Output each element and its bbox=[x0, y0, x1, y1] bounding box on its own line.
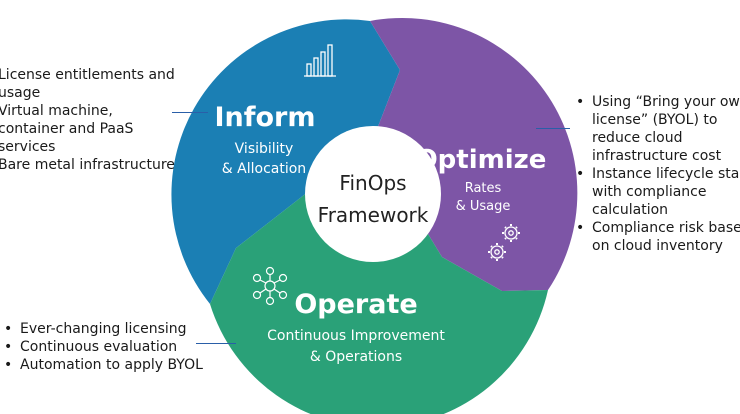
inform-connector bbox=[172, 112, 208, 113]
bar-chart-icon bbox=[304, 44, 336, 77]
list-item: Continuous evaluation bbox=[2, 338, 232, 356]
inform-subtitle-line2: & Allocation bbox=[222, 161, 306, 177]
list-item-line: license” (BYOL) to bbox=[592, 112, 718, 128]
optimize-list: Using “Bring your own license” (BYOL) to… bbox=[574, 93, 740, 255]
list-item: Using “Bring your own license” (BYOL) to… bbox=[574, 93, 740, 165]
center-title-line2: Framework bbox=[318, 203, 429, 227]
optimize-subtitle-line1: Rates bbox=[465, 181, 502, 196]
operate-list: Ever-changing licensing Continuous evalu… bbox=[2, 320, 232, 374]
list-item-line: calculation bbox=[592, 202, 669, 218]
list-item: Automation to apply BYOL bbox=[2, 356, 232, 374]
list-item-line: on cloud inventory bbox=[592, 238, 723, 254]
list-item-line: with compliance bbox=[592, 184, 707, 200]
list-item-line: reduce cloud bbox=[592, 130, 683, 146]
inform-title: Inform bbox=[214, 102, 315, 133]
operate-subtitle-line2: & Operations bbox=[310, 349, 402, 365]
list-item: Compliance risk base on cloud inventory bbox=[574, 219, 740, 255]
list-item: Instance lifecycle sta with compliance c… bbox=[574, 165, 740, 219]
inform-segment bbox=[171, 19, 400, 305]
list-item-line: Using “Bring your own bbox=[592, 94, 740, 110]
optimize-subtitle-line2: & Usage bbox=[456, 199, 511, 214]
list-item-line: Compliance risk base bbox=[592, 220, 740, 236]
gears-icon bbox=[488, 224, 520, 261]
list-item: Bare metal infrastructure bbox=[0, 156, 180, 174]
operate-segment bbox=[210, 142, 548, 414]
inform-subtitle-line1: Visibility bbox=[235, 141, 294, 157]
list-item-line: Instance lifecycle sta bbox=[592, 166, 740, 182]
list-item-line: infrastructure cost bbox=[592, 148, 722, 164]
center-circle bbox=[305, 126, 441, 262]
center-title-line1: FinOps bbox=[339, 171, 406, 195]
network-icon bbox=[252, 266, 288, 306]
list-item: Virtual machine, container and PaaS serv… bbox=[0, 102, 180, 156]
optimize-title: Optimize bbox=[416, 145, 547, 175]
list-item: Ever-changing licensing bbox=[2, 320, 232, 338]
optimize-connector bbox=[536, 128, 570, 129]
operate-subtitle-line1: Continuous Improvement bbox=[267, 328, 445, 344]
operate-title: Operate bbox=[294, 289, 417, 320]
list-item: License entitlements and usage bbox=[0, 66, 180, 102]
inform-list: License entitlements and usage Virtual m… bbox=[0, 66, 180, 174]
